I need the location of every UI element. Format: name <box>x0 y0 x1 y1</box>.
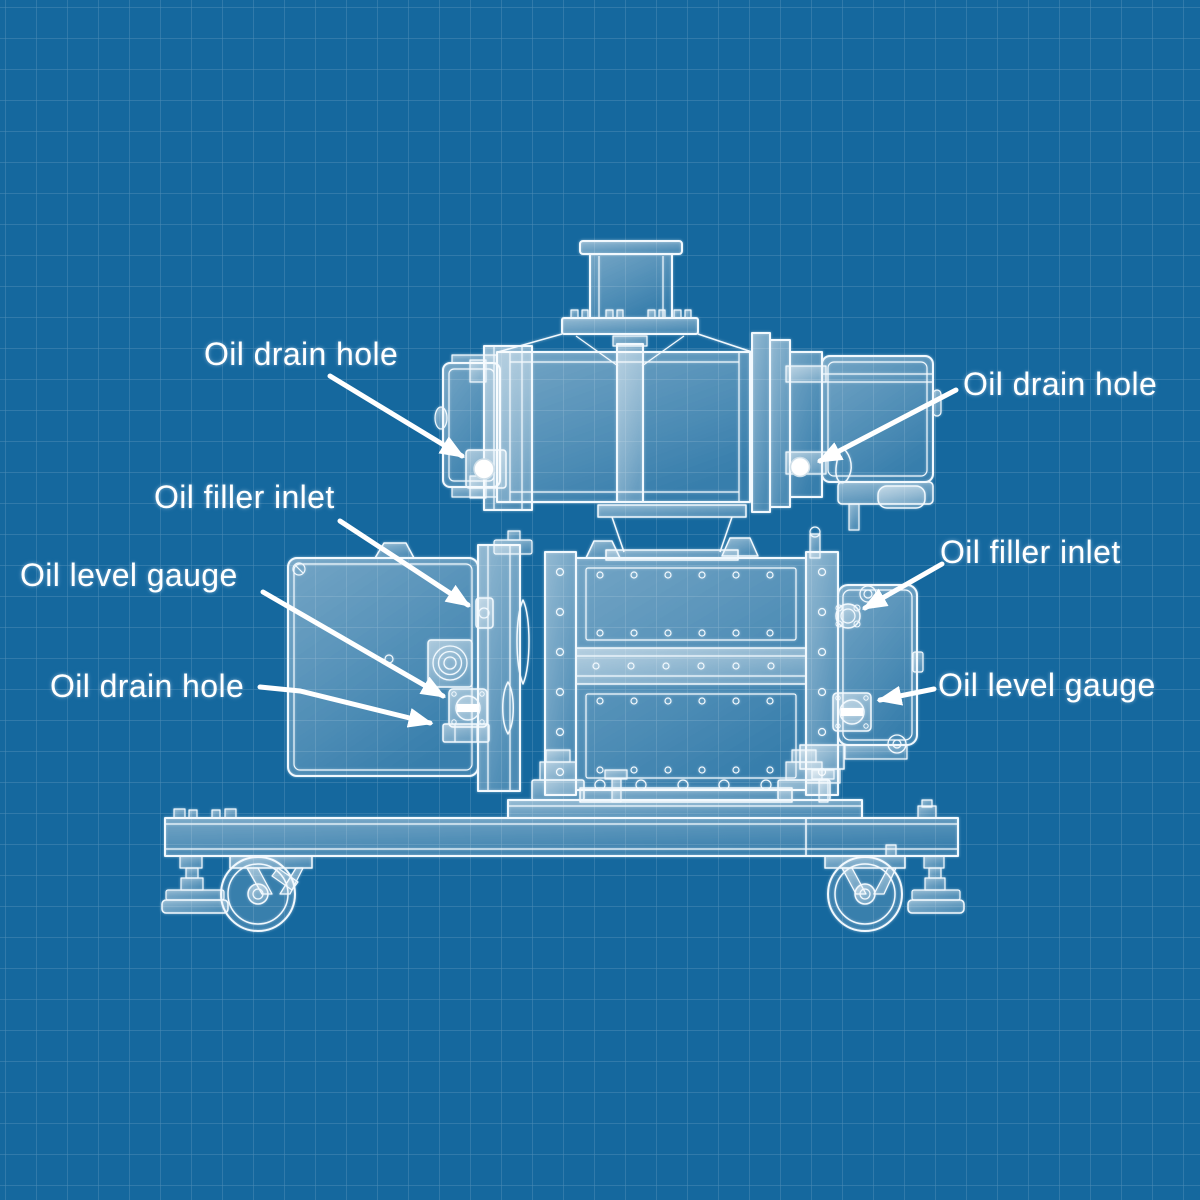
rotary-pump-unit <box>287 526 924 803</box>
oil-level-gauge-right-part <box>832 692 872 732</box>
drain-hole-markers <box>473 456 811 480</box>
leveling-foot-right <box>907 855 965 914</box>
label-oil-drain-hole-top-right: Oil drain hole <box>963 366 1158 402</box>
rotary-pump-body <box>544 526 839 796</box>
pump-front-plate <box>475 530 533 792</box>
label-oil-drain-hole-bottom-left: Oil drain hole <box>50 668 245 704</box>
label-oil-filler-inlet-right: Oil filler inlet <box>940 534 1121 570</box>
machine-linework <box>161 240 965 932</box>
arrow-oil-level-left <box>260 589 447 699</box>
oil-drain-dot-right <box>789 456 811 478</box>
label-oil-level-gauge-right: Oil level gauge <box>938 667 1156 703</box>
booster-left-flange <box>483 345 533 511</box>
base-frame <box>161 799 965 932</box>
booster-pump-unit <box>434 240 942 561</box>
arrow-oil-drain-top-left <box>327 373 465 459</box>
caster-wheel-left <box>220 855 313 932</box>
arrow-oil-drain-bottom-left <box>257 684 434 728</box>
caster-wheel-right <box>824 844 906 932</box>
callout-arrows <box>257 373 959 728</box>
sight-glass-block <box>427 639 473 688</box>
oil-filler-inlet-left-port <box>475 597 494 629</box>
oil-drain-left-part <box>442 723 490 743</box>
booster-drive-motor <box>751 332 942 531</box>
label-oil-drain-hole-top-left: Oil drain hole <box>204 336 399 372</box>
oil-filler-cap-right <box>835 603 861 629</box>
arrow-oil-level-right <box>876 685 937 706</box>
oil-drain-dot-left <box>473 458 495 480</box>
arrow-oil-filler-right <box>861 561 945 611</box>
mounting-platform <box>507 799 863 819</box>
booster-pump-body <box>496 335 751 503</box>
arrow-oil-filler-left <box>337 518 471 608</box>
oil-level-gauge-left-part <box>448 688 488 728</box>
inlet-pipe <box>561 240 699 335</box>
leveling-foot-left <box>161 855 229 914</box>
label-oil-level-gauge-left: Oil level gauge <box>20 557 238 593</box>
label-oil-filler-inlet-left: Oil filler inlet <box>154 479 335 515</box>
arrow-oil-drain-top-right <box>816 387 959 464</box>
